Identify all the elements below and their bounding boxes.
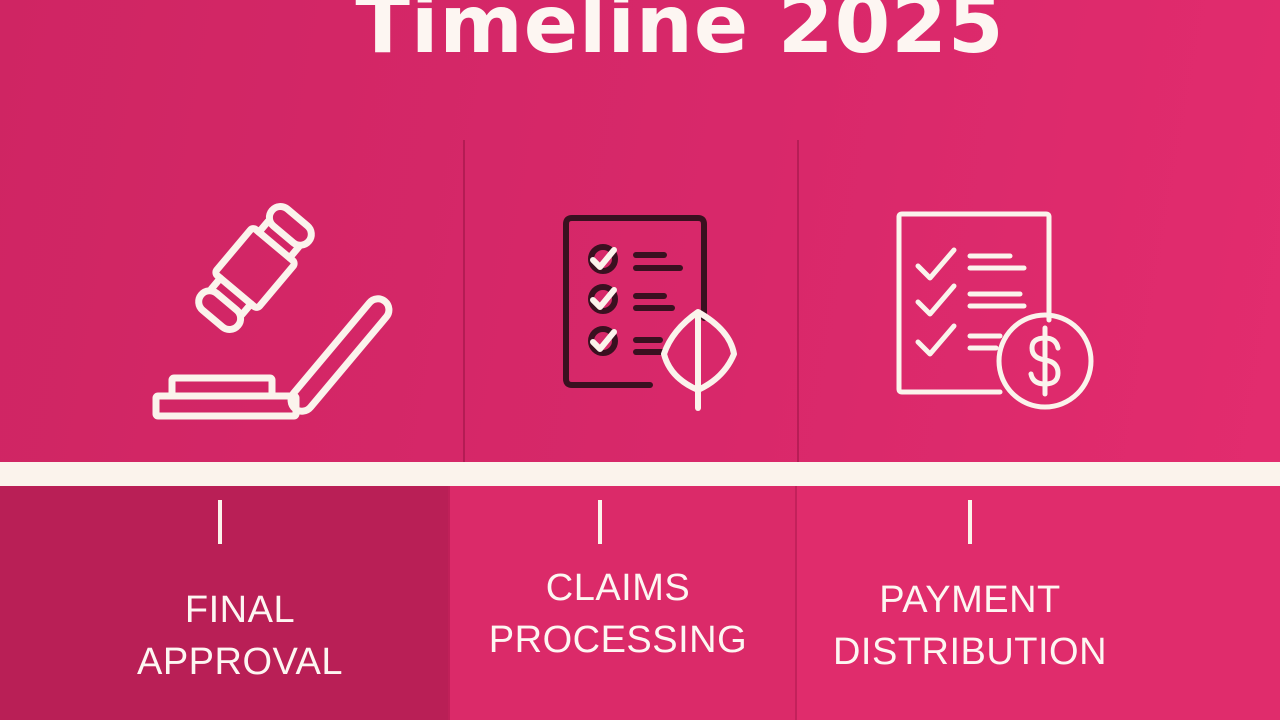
step-panel-claims-processing xyxy=(448,486,795,720)
step-panel-final-approval xyxy=(0,486,448,720)
timeline-node xyxy=(589,462,611,484)
checklist-icon xyxy=(563,215,737,411)
timeline-node xyxy=(957,462,979,484)
step-label-claims-processing: CLAIMS PROCESSING xyxy=(468,562,768,666)
column-divider xyxy=(463,140,465,462)
invoice-dollar-icon xyxy=(896,211,1094,410)
step-label-payment-distribution: PAYMENT DISTRIBUTION xyxy=(820,574,1120,678)
timeline-tick xyxy=(968,500,972,544)
step-panel-payment-distribution xyxy=(795,486,1280,720)
column-divider xyxy=(797,140,799,462)
step-label-line: DISTRIBUTION xyxy=(832,631,1108,673)
step-label-line: APPROVAL xyxy=(136,641,344,683)
gavel-icon xyxy=(152,203,393,420)
timeline-tick xyxy=(218,500,222,544)
timeline-tick xyxy=(598,500,602,544)
step-label-final-approval: FINAL APPROVAL xyxy=(90,584,390,688)
step-label-line: FINAL xyxy=(184,589,296,631)
timeline-bar xyxy=(0,462,1280,486)
step-label-line: PAYMENT xyxy=(879,579,1061,621)
step-label-line: PROCESSING xyxy=(488,619,748,661)
page-title: Timeline 2025 xyxy=(355,0,1005,71)
step-label-line: CLAIMS xyxy=(545,567,691,609)
timeline-node xyxy=(209,462,231,484)
